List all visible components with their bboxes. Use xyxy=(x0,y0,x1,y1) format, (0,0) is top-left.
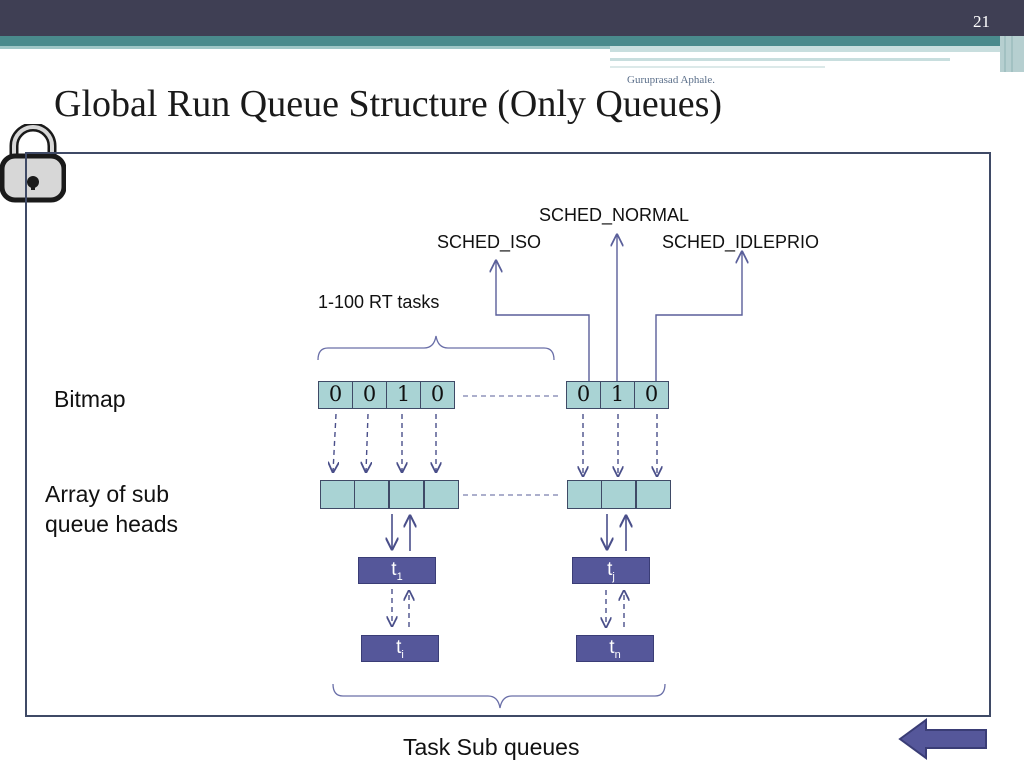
queue-head-cell xyxy=(320,480,355,509)
task-node-tn: tn xyxy=(576,635,654,662)
queue-head-cell xyxy=(354,480,389,509)
rt-brace xyxy=(317,335,555,361)
lock-icon[interactable] xyxy=(0,124,66,204)
queue-head-cell xyxy=(567,480,602,509)
queue-head-cell xyxy=(601,480,636,509)
label-sched-normal: SCHED_NORMAL xyxy=(539,205,690,225)
bitmap-cell: 0 xyxy=(566,381,601,409)
task-chain-arrows xyxy=(392,589,624,627)
label-array-line1: Array of sub xyxy=(45,481,169,507)
bitmap-to-array-arrows xyxy=(333,413,657,476)
bitmap-cell: 1 xyxy=(386,381,421,409)
task-node-t1: t1 xyxy=(358,557,436,584)
slide-number: 21 xyxy=(973,12,990,31)
label-rt-tasks: 1-100 RT tasks xyxy=(318,292,440,312)
bitmap-cell: 1 xyxy=(600,381,635,409)
diagram-frame xyxy=(25,152,991,717)
policy-connectors xyxy=(496,235,742,381)
queue-head-cell xyxy=(424,480,459,509)
back-arrow-icon[interactable] xyxy=(898,718,988,760)
task-queues-brace xyxy=(332,683,666,709)
label-sched-iso: SCHED_ISO xyxy=(437,232,542,252)
label-sched-idleprio: SCHED_IDLEPRIO xyxy=(662,232,820,252)
label-array-line2: queue heads xyxy=(45,511,179,537)
bitmap-cell: 0 xyxy=(420,381,455,409)
label-task-sub-queues: Task Sub queues xyxy=(403,734,580,760)
page-title: Global Run Queue Structure (Only Queues) xyxy=(54,83,723,125)
bitmap-cell: 0 xyxy=(318,381,353,409)
author-credit: Guruprasad Aphale. xyxy=(627,74,715,86)
array-task-arrows xyxy=(392,514,626,551)
label-bitmap: Bitmap xyxy=(54,386,126,412)
header-bands xyxy=(0,0,1024,72)
queue-head-cell xyxy=(389,480,424,509)
bitmap-cell: 0 xyxy=(634,381,669,409)
task-node-ti: ti xyxy=(361,635,439,662)
task-node-tj: tj xyxy=(572,557,650,584)
queue-head-cell xyxy=(636,480,671,509)
bitmap-cell: 0 xyxy=(352,381,387,409)
